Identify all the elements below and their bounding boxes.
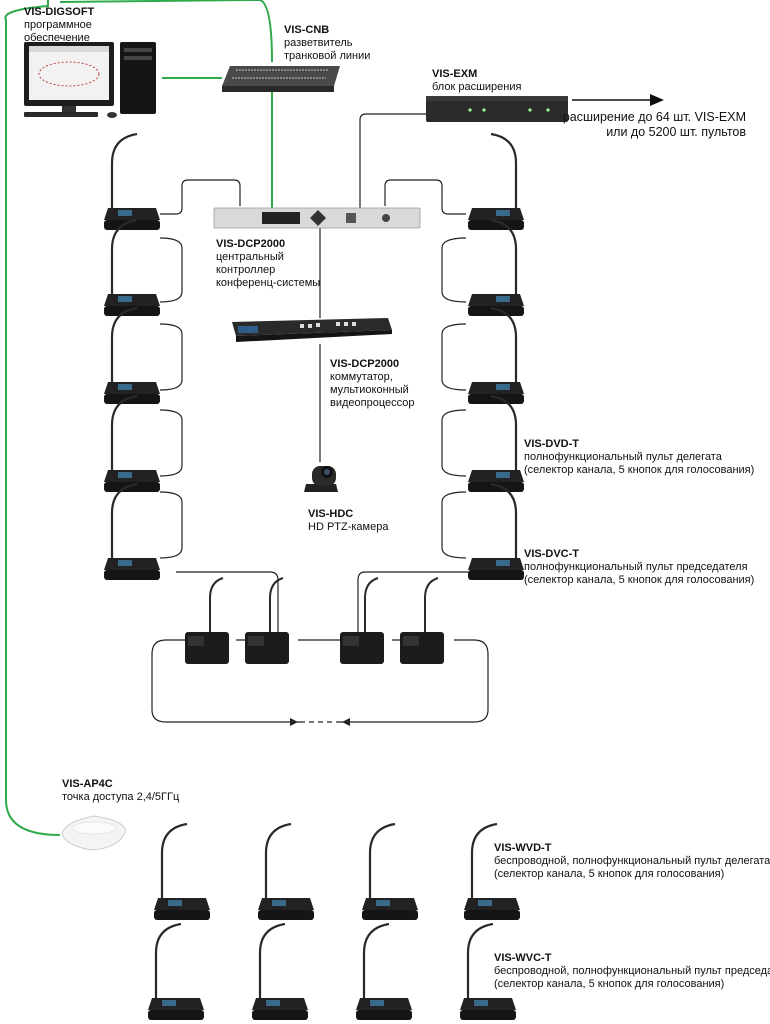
delegate-unit-right-3 <box>466 306 526 406</box>
chain-left-4 <box>159 491 183 559</box>
chain-left-1 <box>159 237 183 303</box>
loop-unit-d <box>399 577 445 665</box>
delegate-unit-right-1 <box>466 132 526 232</box>
network-link-top <box>59 0 273 63</box>
expansion-note: расширение до 64 шт. VIS-EXM или до 5200… <box>562 110 746 139</box>
label-digsoft: VIS-DIGSOFT программное обеспечение <box>24 6 95 44</box>
label-exm: VIS-EXM блок расширения <box>432 68 522 93</box>
label-dcp-controller: VIS-DCP2000 центральный контроллер конфе… <box>216 238 321 289</box>
chain-right-1 <box>441 237 467 303</box>
network-link-left <box>4 0 61 836</box>
wireless-chairman-unit-1 <box>146 922 206 1022</box>
label-wvd: VIS-WVD-T беспроводной, полнофункциональ… <box>494 842 770 880</box>
link-exm <box>359 113 428 208</box>
central-controller-device <box>213 207 421 229</box>
wireless-delegate-unit-1 <box>152 822 212 922</box>
video-switcher-device <box>232 318 392 342</box>
delegate-unit-left-4 <box>102 394 162 494</box>
label-cnb: VIS-CNB разветвитель транковой линии <box>284 24 371 62</box>
delegate-unit-left-3 <box>102 306 162 406</box>
loop-arrow-right <box>290 718 298 726</box>
trunk-splitter-device <box>222 66 340 92</box>
label-hdc: VIS-HDC HD PTZ-камера <box>308 508 389 533</box>
wireless-chairman-unit-2 <box>250 922 310 1022</box>
label-dcp-switcher: VIS-DCP2000 коммутатор, мультиоконный ви… <box>330 358 415 409</box>
wireless-delegate-unit-2 <box>256 822 316 922</box>
label-wvc: VIS-WVC-T беспроводной, полнофункциональ… <box>494 952 770 990</box>
loop-arrow-left <box>342 718 350 726</box>
delegate-unit-left-2 <box>102 218 162 318</box>
access-point-device <box>61 815 127 851</box>
delegate-unit-right-4 <box>466 394 526 494</box>
delegate-unit-left-1 <box>102 132 162 232</box>
chain-left-top <box>160 179 241 215</box>
chain-bottom-right <box>357 571 468 636</box>
wireless-delegate-unit-3 <box>360 822 420 922</box>
expansion-block-device <box>426 96 568 122</box>
chain-left-2 <box>159 323 183 391</box>
delegate-unit-right-2 <box>466 218 526 318</box>
loop-unit-a <box>184 577 230 665</box>
label-dvd: VIS-DVD-T полнофункциональный пульт деле… <box>524 438 755 476</box>
loop-unit-b <box>244 577 290 665</box>
loop-line <box>151 639 489 723</box>
pc-workstation <box>24 42 156 118</box>
chain-right-4 <box>441 491 467 559</box>
wireless-chairman-unit-3 <box>354 922 414 1022</box>
chain-right-2 <box>441 323 467 391</box>
delegate-unit-left-5 <box>102 482 162 582</box>
chain-left-3 <box>159 409 183 477</box>
chain-right-top <box>384 179 466 215</box>
label-dvc: VIS-DVC-T полнофункциональный пульт пред… <box>524 548 755 586</box>
chain-bottom-left <box>176 571 279 636</box>
label-ap4c: VIS-AP4C точка доступа 2,4/5ГГц <box>62 778 180 803</box>
delegate-unit-right-5 <box>466 482 526 582</box>
loop-unit-c <box>339 577 385 665</box>
chain-right-3 <box>441 409 467 477</box>
ptz-camera-device <box>304 466 338 492</box>
